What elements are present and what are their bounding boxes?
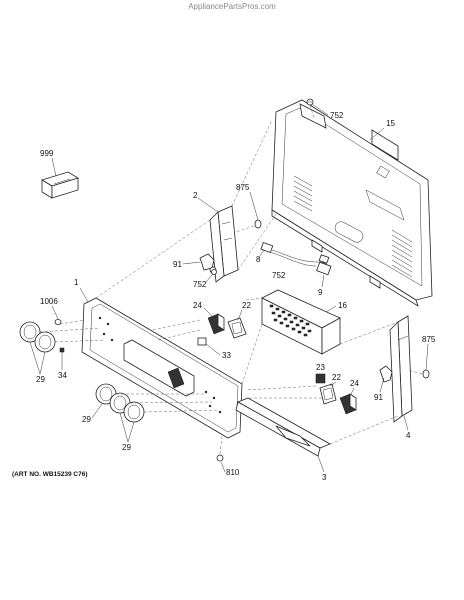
callout-3: 3: [322, 473, 327, 482]
part-29-knobs-bottom[interactable]: [95, 383, 219, 423]
control-board-buttons: [269, 304, 312, 337]
callout-29-bottom: 29: [122, 443, 131, 452]
callout-29-left: 29: [36, 375, 45, 384]
screw-752-top[interactable]: [306, 98, 315, 119]
part-22-switch-left[interactable]: [227, 317, 247, 339]
art-number: (ART NO. WB15239 C76): [12, 471, 88, 478]
callout-24-left: 24: [193, 301, 202, 310]
callout-29-mid: 29: [82, 415, 91, 424]
callout-1006: 1006: [40, 297, 58, 306]
callout-875-right: 875: [422, 335, 436, 344]
callout-8: 8: [256, 255, 261, 264]
callout-1: 1: [74, 278, 79, 287]
callout-91-left: 91: [173, 260, 182, 269]
part-22-switch-right[interactable]: [319, 383, 337, 405]
screw-752-left[interactable]: [211, 269, 217, 275]
screw-1006[interactable]: [54, 319, 85, 325]
part-8-wire-harness[interactable]: [260, 241, 332, 276]
callout-875-left: 875: [236, 183, 250, 192]
part-23-switch[interactable]: [315, 373, 326, 384]
callout-2: 2: [193, 191, 198, 200]
part-34-clip[interactable]: [59, 347, 65, 353]
part-3-trim-bar[interactable]: [235, 397, 331, 457]
assembly-guide-lines: [95, 119, 399, 445]
callout-22-left: 22: [242, 301, 251, 310]
callout-15: 15: [386, 119, 395, 128]
part-16-control-board[interactable]: [261, 289, 341, 355]
callout-9: 9: [318, 288, 323, 297]
callout-810: 810: [226, 468, 240, 477]
callout-22-right: 22: [332, 373, 341, 382]
callout-91-right: 91: [374, 393, 383, 402]
callout-23: 23: [316, 363, 325, 372]
part-999-kit-box[interactable]: [41, 171, 79, 199]
screw-875-left[interactable]: [235, 219, 262, 233]
callout-752-top: 752: [330, 111, 344, 120]
callout-4: 4: [406, 431, 411, 440]
part-33-bracket[interactable]: [197, 337, 207, 346]
part-91-clip-right[interactable]: [379, 365, 393, 383]
part-15-rear-panel[interactable]: [271, 99, 433, 307]
watermark-text: AppliancePartsPros.com: [188, 2, 276, 11]
vent-slots-right: [391, 229, 413, 278]
callout-999: 999: [40, 149, 54, 158]
callout-34: 34: [58, 371, 67, 380]
callout-752-left: 752: [193, 280, 207, 289]
screw-875-right[interactable]: [407, 369, 430, 379]
callout-752-mid: 752: [272, 271, 286, 280]
screw-810[interactable]: [216, 435, 224, 462]
vent-slots-left: [293, 175, 313, 212]
callout-labels: 999 752 15 2 875 8 91 752 752 9 1 1006 2…: [12, 103, 436, 482]
part-1-control-panel[interactable]: [81, 297, 243, 439]
part-24-switch-left[interactable]: [207, 313, 225, 335]
part-24-switch-right[interactable]: [339, 393, 357, 415]
callout-16: 16: [338, 301, 347, 310]
part-4-right-end-cap[interactable]: [389, 315, 413, 423]
callout-33: 33: [222, 351, 231, 360]
callout-24-right: 24: [350, 379, 359, 388]
